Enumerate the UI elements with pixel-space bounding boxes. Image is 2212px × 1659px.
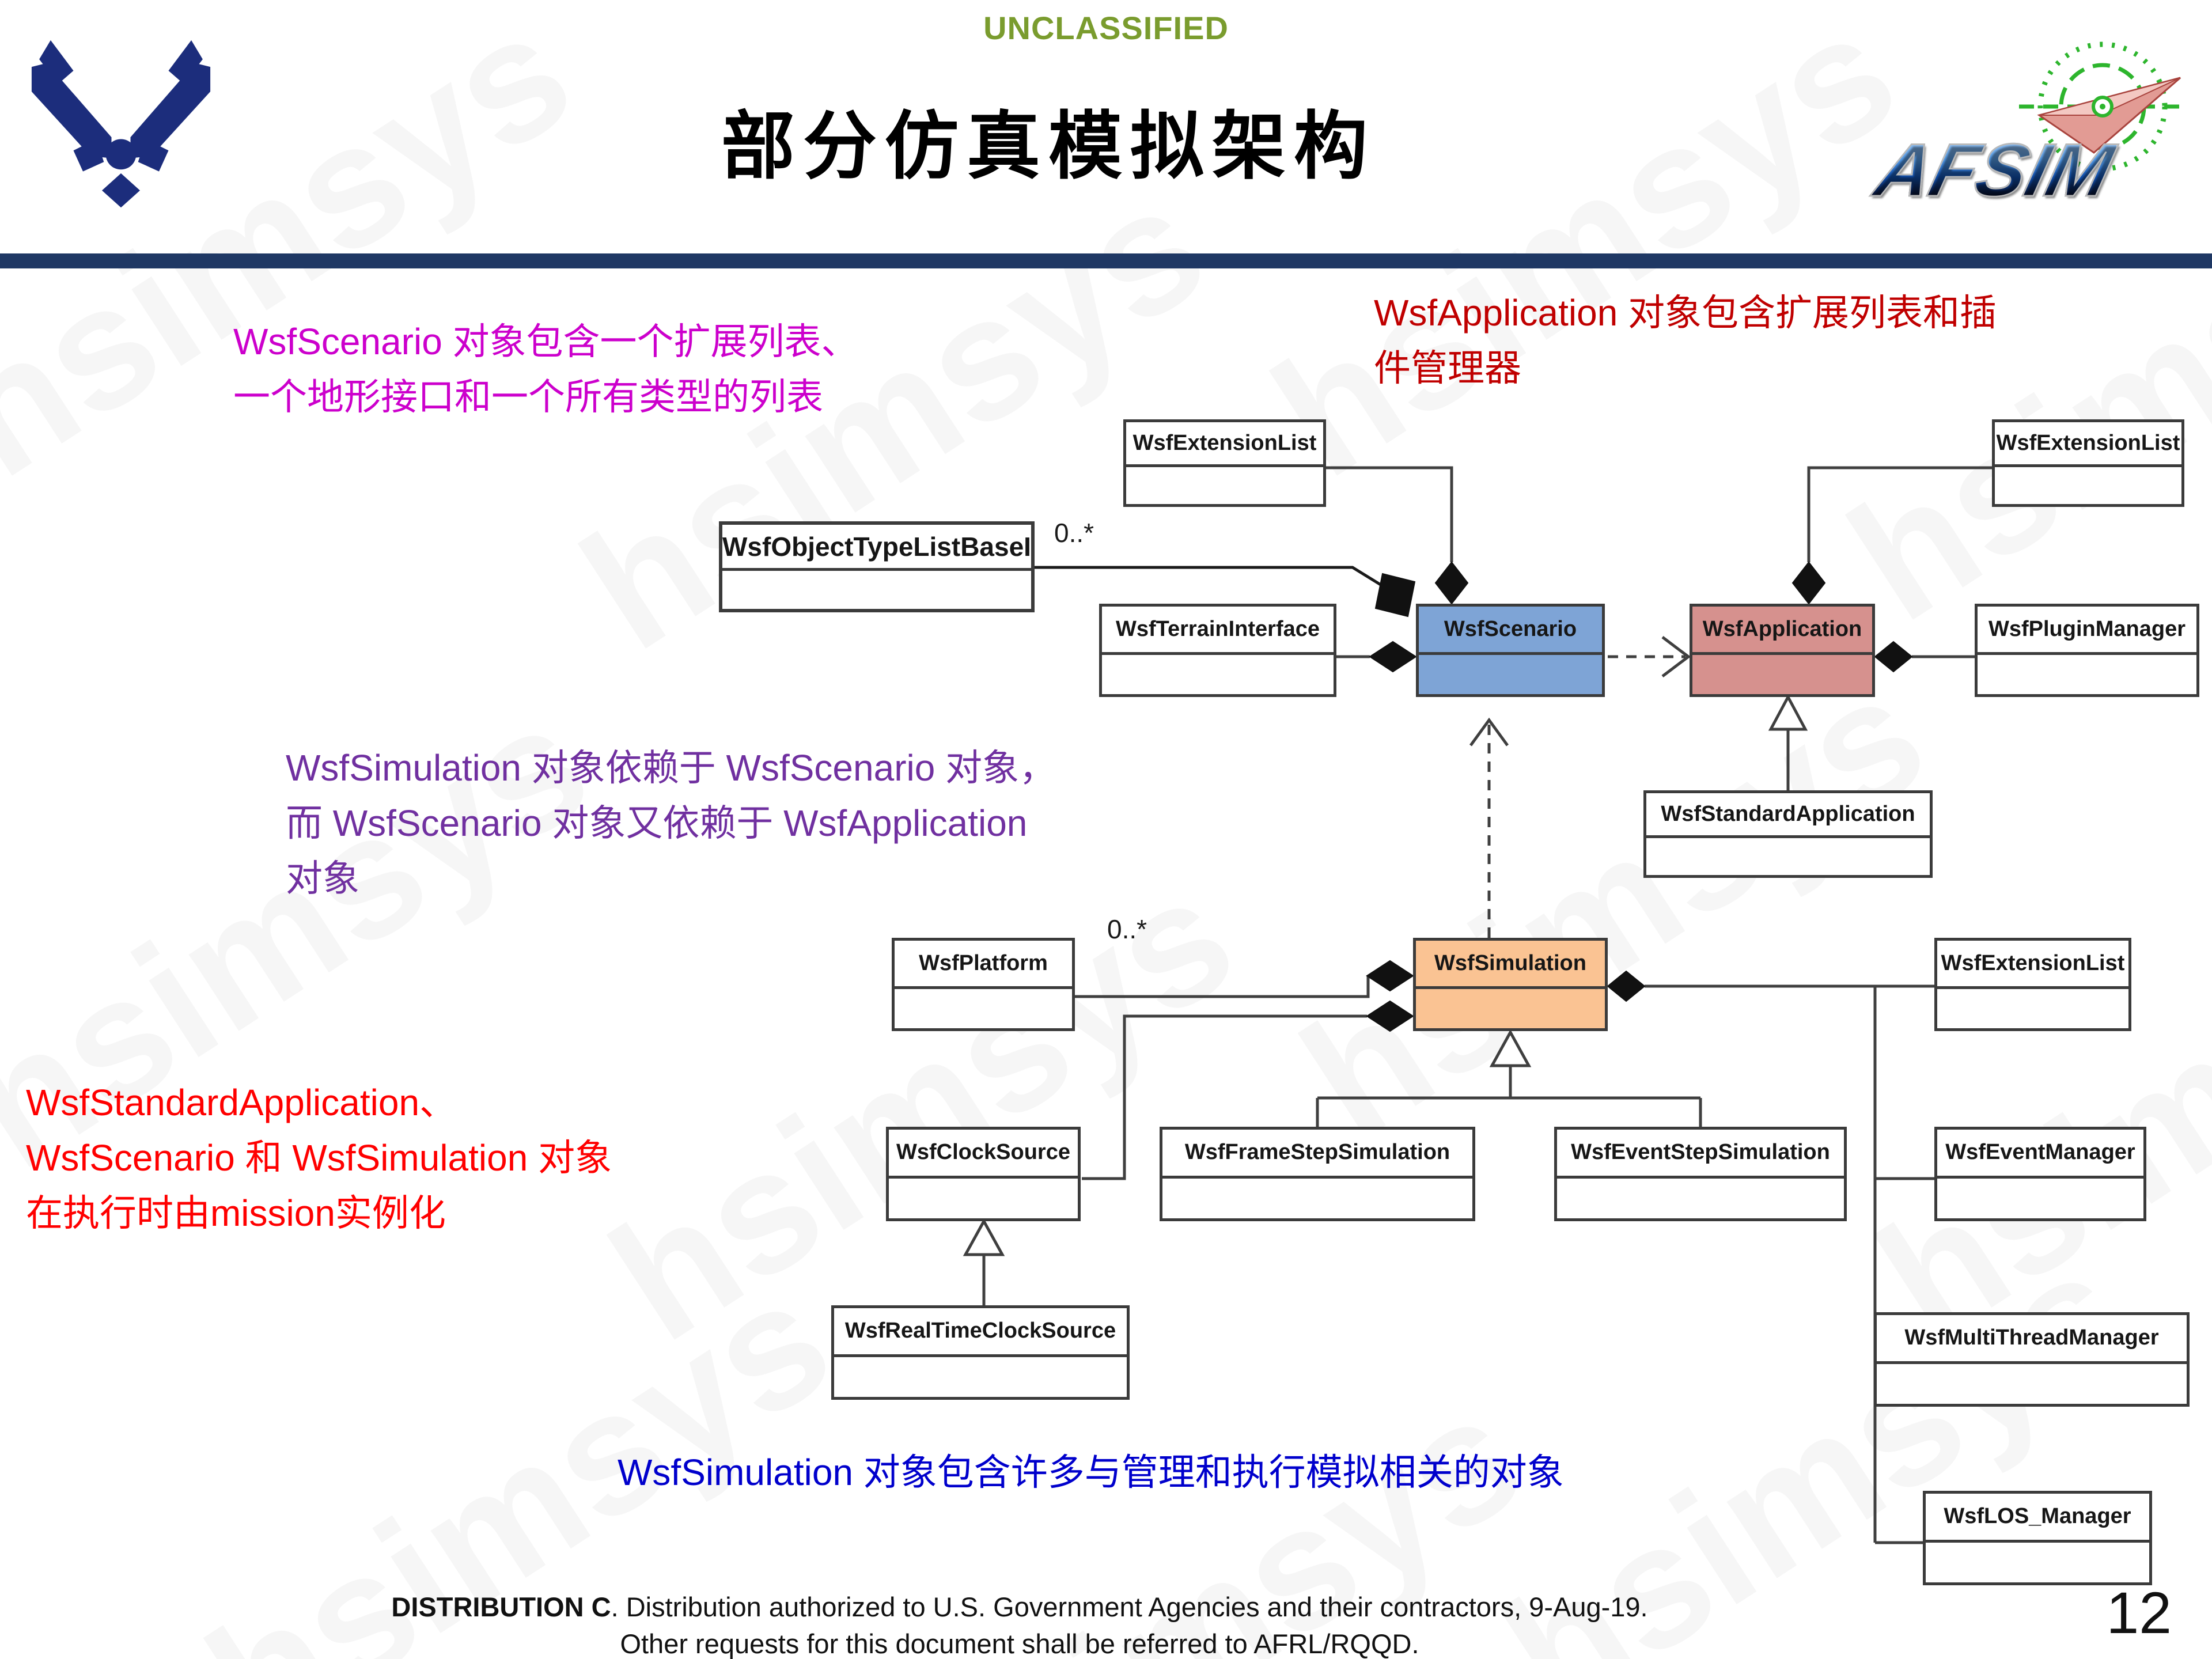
application-note: WsfApplication 对象包含扩展列表和插 件管理器 xyxy=(1374,292,1997,389)
uml-class-platform: WsfPlatform xyxy=(892,938,1075,1031)
uml-class-ext-list-mid-right: WsfExtensionList xyxy=(1934,938,2131,1031)
header-divider-bar xyxy=(0,253,2212,268)
dependency-note: WsfSimulation 对象依赖于 WsfScenario 对象， 而 Ws… xyxy=(286,747,1056,899)
uml-class-title: WsfRealTimeClockSource xyxy=(834,1308,1127,1357)
uml-class-title: WsfLOS_Manager xyxy=(1926,1494,2149,1543)
multiplicity-label: 0..* xyxy=(1107,914,1147,944)
uml-class-simulation: WsfSimulation xyxy=(1413,938,1608,1031)
uml-class-title: WsfExtensionList xyxy=(1937,941,2128,989)
uml-class-ext-list-left: WsfExtensionList xyxy=(1123,419,1326,507)
uml-class-event-step-simulation: WsfEventStepSimulation xyxy=(1554,1127,1847,1221)
uml-class-title: WsfTerrainInterface xyxy=(1102,607,1334,655)
uml-class-title: WsfMultiThreadManager xyxy=(1877,1315,2187,1364)
uml-class-title: WsfObjectTypeListBaseI xyxy=(722,525,1031,571)
uml-class-title: WsfStandardApplication xyxy=(1646,793,1930,839)
uml-class-title: WsfPluginManager xyxy=(1978,607,2196,655)
uml-class-obj-type-list: WsfObjectTypeListBaseI xyxy=(719,521,1035,612)
uml-class-multi-thread-manager: WsfMultiThreadManager xyxy=(1874,1312,2190,1407)
uml-class-title: WsfSimulation xyxy=(1416,941,1605,989)
uml-class-los-manager: WsfLOS_Manager xyxy=(1923,1491,2152,1585)
scenario-note: WsfScenario 对象包含一个扩展列表、 一个地形接口和一个所有类型的列表 xyxy=(233,321,858,418)
uml-class-title: WsfPlatform xyxy=(895,941,1072,989)
uml-class-application: WsfApplication xyxy=(1690,604,1875,697)
afsim-logo: AFSIM xyxy=(1866,35,2198,236)
uml-class-title: WsfExtensionList xyxy=(1126,422,1323,468)
uml-class-title: WsfScenario xyxy=(1419,607,1602,655)
uml-class-standard-application: WsfStandardApplication xyxy=(1643,790,1933,878)
uml-class-frame-step-simulation: WsfFrameStepSimulation xyxy=(1160,1127,1475,1221)
uml-class-event-manager: WsfEventManager xyxy=(1934,1127,2146,1221)
uml-class-terrain-interface: WsfTerrainInterface xyxy=(1099,604,1336,697)
uml-class-title: WsfEventManager xyxy=(1937,1130,2143,1179)
distribution-label: DISTRIBUTION C xyxy=(391,1592,611,1622)
uml-class-plugin-manager: WsfPluginManager xyxy=(1975,604,2199,697)
page-number: 12 xyxy=(2106,1580,2172,1646)
page-title: 部分仿真模拟架构 xyxy=(721,106,1376,188)
uml-class-realtime-clock-source: WsfRealTimeClockSource xyxy=(831,1305,1130,1400)
classification-banner: UNCLASSIFIED xyxy=(983,10,1229,46)
distribution-statement: DISTRIBUTION C. Distribution authorized … xyxy=(391,1592,1648,1659)
afsim-crosshair-plane-icon xyxy=(2019,41,2186,172)
simulation-note: WsfSimulation 对象包含许多与管理和执行模拟相关的对象 xyxy=(618,1452,1564,1493)
multiplicity-label: 0..* xyxy=(1054,518,1094,548)
usaf-wings-icon xyxy=(31,40,211,208)
uml-class-title: WsfClockSource xyxy=(889,1130,1078,1179)
mission-note: WsfStandardApplication、 WsfScenario 和 Ws… xyxy=(26,1082,612,1234)
uml-class-title: WsfApplication xyxy=(1692,607,1872,655)
uml-class-title: WsfFrameStepSimulation xyxy=(1162,1130,1472,1179)
uml-class-scenario: WsfScenario xyxy=(1416,604,1605,697)
uml-class-title: WsfEventStepSimulation xyxy=(1557,1130,1844,1179)
uml-class-ext-list-top-right: WsfExtensionList xyxy=(1992,419,2184,507)
uml-class-clock-source: WsfClockSource xyxy=(886,1127,1081,1221)
uml-class-title: WsfExtensionList xyxy=(1995,422,2181,468)
